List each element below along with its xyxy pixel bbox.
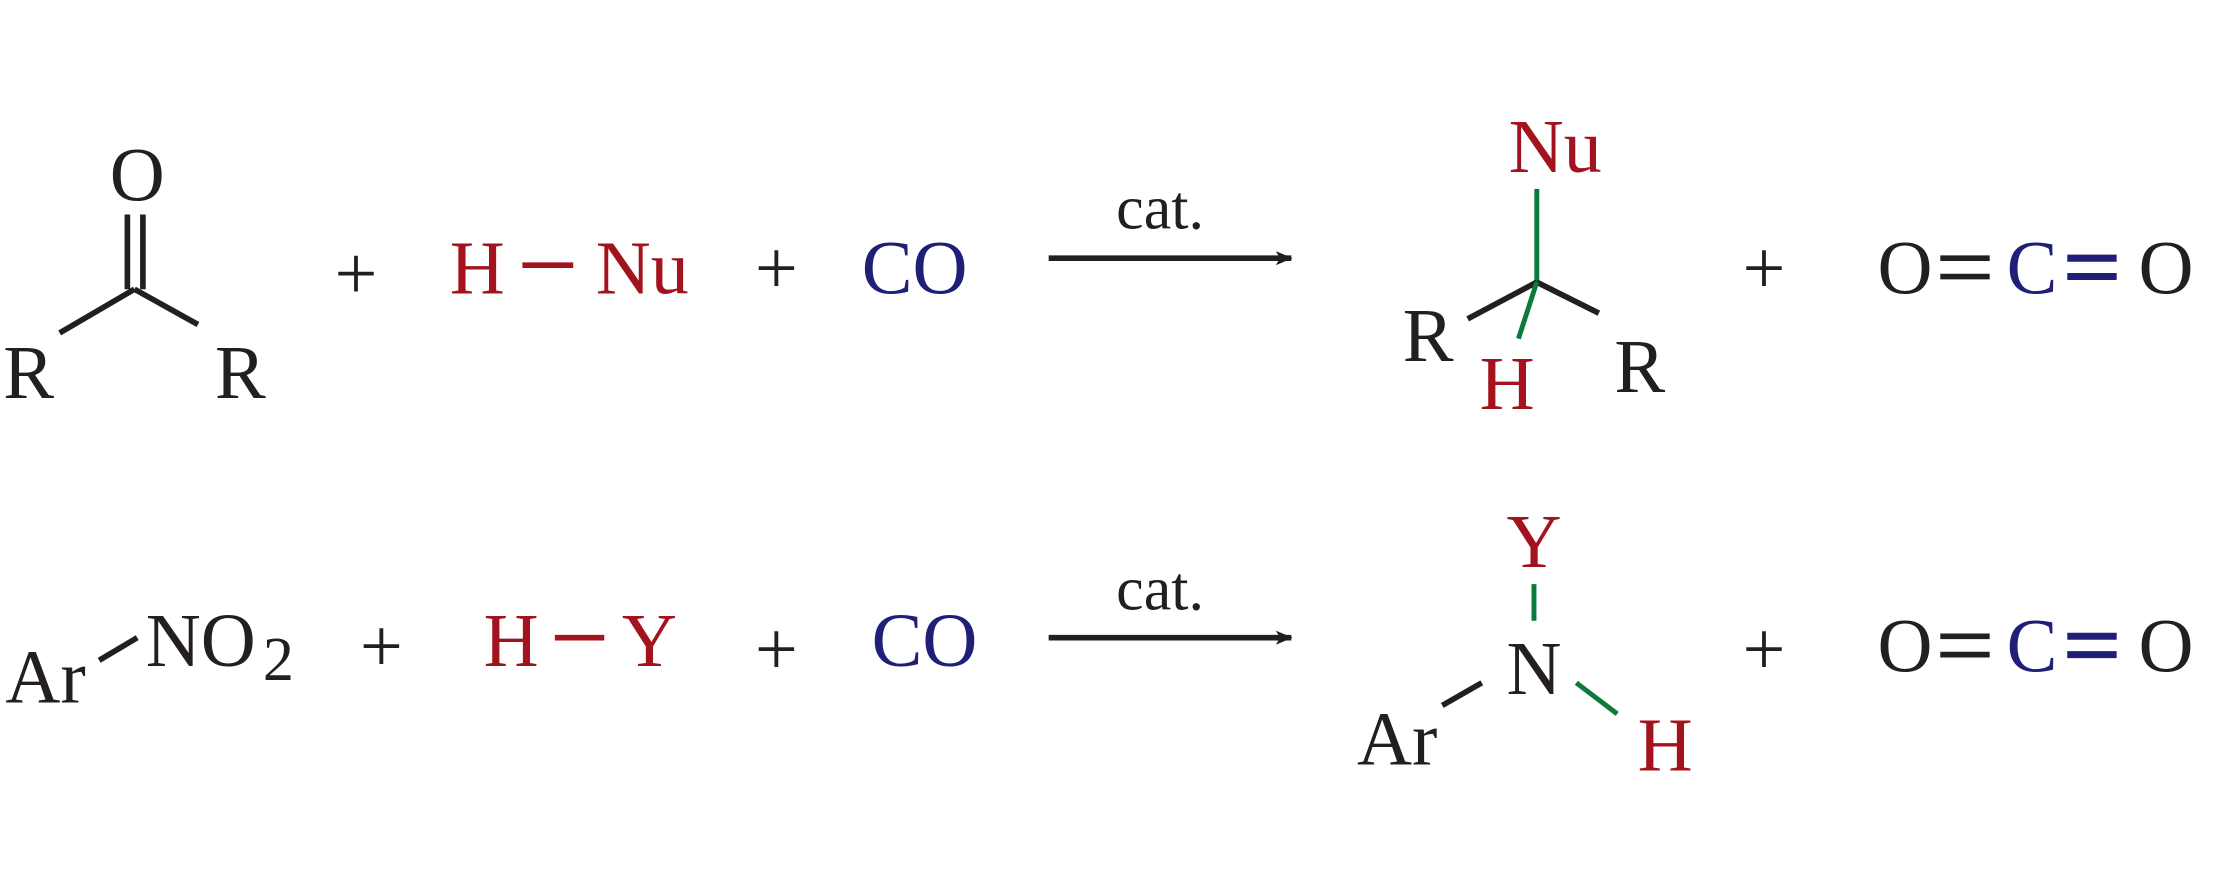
carbon-dioxide: O C O xyxy=(1878,226,2194,310)
ketone-oxygen: O xyxy=(110,133,165,217)
co2-carbon: C xyxy=(2007,226,2058,310)
co2-carbon: C xyxy=(2007,605,2058,689)
bond-line xyxy=(1440,680,1484,708)
bond-line xyxy=(58,286,136,336)
product-nu: Nu xyxy=(1509,105,1602,189)
nitro-subscript: 2 xyxy=(263,626,294,694)
carbon-monoxide: CO xyxy=(872,599,978,683)
plus-sign: + xyxy=(360,605,403,689)
reagent-y: Y xyxy=(622,599,677,683)
carbon-monoxide: CO xyxy=(862,226,968,310)
product-y: Y xyxy=(1506,500,1561,584)
product-1: Nu R R H xyxy=(1403,105,1666,426)
bond-line xyxy=(133,286,200,327)
nitro-no: NO xyxy=(146,599,256,683)
co2-oxygen: O xyxy=(2139,226,2194,310)
arrow-label: cat. xyxy=(1116,555,1204,623)
nitro-ar: Ar xyxy=(5,636,85,720)
co2-oxygen: O xyxy=(1878,605,1933,689)
nitroarene: Ar NO 2 xyxy=(5,599,293,720)
arrow-label: cat. xyxy=(1116,175,1204,243)
product-h: H xyxy=(1638,703,1693,787)
product-ar: Ar xyxy=(1357,698,1437,782)
plus-sign: + xyxy=(334,232,377,316)
reagent-nu: Nu xyxy=(596,226,689,310)
plus-sign: + xyxy=(755,226,798,310)
bond-line xyxy=(1466,279,1539,322)
reagent-h: H xyxy=(484,599,539,683)
h-nu-reagent: H Nu xyxy=(450,226,689,310)
reaction-1: O R R + H Nu + CO cat. Nu R R H + xyxy=(3,105,2193,426)
bond-line xyxy=(1516,281,1540,340)
reagent-h: H xyxy=(450,226,505,310)
bond-line xyxy=(1535,279,1601,316)
ketone-r-right: R xyxy=(215,331,266,415)
co2-oxygen: O xyxy=(1878,226,1933,310)
ketone: O R R xyxy=(3,133,266,415)
bond-line xyxy=(97,635,139,663)
reaction-2: Ar NO 2 + H Y + CO cat. Y N Ar H + O xyxy=(5,500,2193,787)
plus-sign: + xyxy=(1742,607,1785,691)
plus-sign: + xyxy=(755,607,798,691)
product-h: H xyxy=(1480,342,1535,426)
bond-line xyxy=(1574,680,1619,716)
product-n: N xyxy=(1506,627,1561,711)
h-y-reagent: H Y xyxy=(484,599,677,683)
carbon-dioxide: O C O xyxy=(1878,605,2194,689)
co2-oxygen: O xyxy=(2139,605,2194,689)
product-r-left: R xyxy=(1403,294,1454,378)
product-r-right: R xyxy=(1614,325,1665,409)
product-2: Y N Ar H xyxy=(1357,500,1693,787)
plus-sign: + xyxy=(1742,226,1785,310)
ketone-r-left: R xyxy=(3,331,54,415)
